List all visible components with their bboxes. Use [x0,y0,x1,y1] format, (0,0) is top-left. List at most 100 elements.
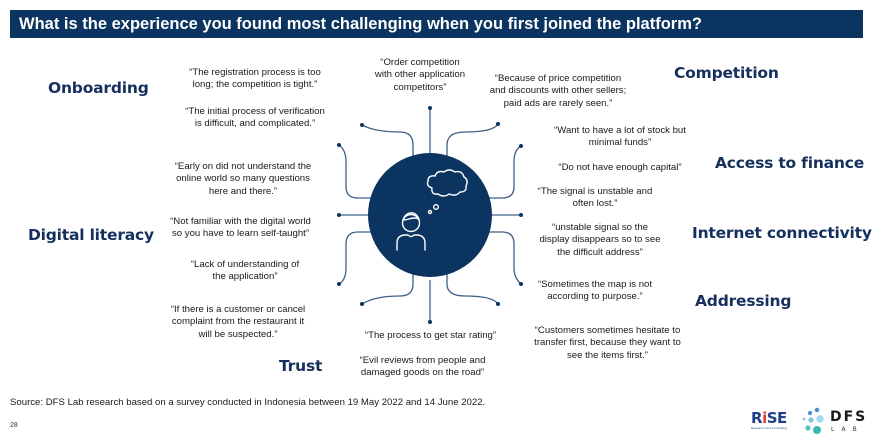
quote-line: display disappears so to see [539,234,661,246]
endpoint-dot [519,213,523,217]
quote-line: according to purpose.” [547,291,643,303]
quote-line: “Evil reviews from people and [359,355,486,366]
rise-logo-wordmark: RiSE [751,410,791,426]
category-competition: Competition [674,64,779,82]
quote-onboarding-2: “The initial process of verification is … [175,106,335,131]
quote-line: online world so many questions [176,173,310,185]
quote-line: “If there is a customer or cancel [170,304,306,315]
quote-competition-1: “Order competition with other applicatio… [365,57,475,94]
connector-right-lower [483,231,522,285]
quote-line: the application” [212,271,278,283]
person-head [401,213,421,233]
quote-line: “The registration process is too [189,67,321,78]
quote-line: often lost.” [572,198,618,210]
quote-line: “Order competition [380,57,460,68]
quote-line: “Customers sometimes hesitate to [534,325,681,336]
quote-line: minimal funds” [588,137,652,149]
connector-endpoints [337,106,523,324]
quote-line: “The initial process of verification [185,106,325,117]
page-number: 28 [10,422,18,429]
endpoint-dot [360,302,364,306]
quote-line: see the items first.” [566,349,649,361]
category-digital-literacy: Digital literacy [28,226,154,244]
quote-line: damaged goods on the road” [360,367,485,379]
quote-line: “Do not have enough capital” [558,162,682,173]
endpoint-dot [496,302,500,306]
thought-cloud [426,169,468,197]
quote-competition-2: “Because of price competition and discou… [478,73,638,110]
connector-bottom-right [446,262,499,305]
quote-line: long; the competition is tight.” [192,79,318,91]
quote-trust-4: “Customers sometimes hesitate to transfe… [525,325,690,362]
quote-line: with other application [374,69,466,81]
dfs-dot [805,425,811,431]
quote-trust-2: “The process to get star rating” [348,330,513,342]
endpoint-dot [337,213,341,217]
quote-line: “The signal is unstable and [537,186,653,197]
person-hair [402,212,420,221]
endpoint-dot [519,282,523,286]
quote-line: complaint from the restaurant it [171,316,305,328]
dfs-dot [814,407,820,413]
category-access-to-finance: Access to finance [715,154,865,172]
dfs-logo-wordmark: DFS [830,409,868,425]
quote-addressing-1: “Sometimes the map is not according to p… [530,279,660,304]
category-trust: Trust [279,357,323,375]
endpoint-dot [496,122,500,126]
endpoint-dot [519,144,523,148]
rise-logo-se: SE [766,409,788,427]
quote-line: the difficult address” [557,246,643,258]
dfs-dot [808,411,812,415]
page-title: What is the experience you found most ch… [10,10,863,38]
connector-bottom-left [361,262,414,305]
quote-line: and discounts with other sellers; [489,85,627,97]
quote-line: “unstable signal so the [552,222,648,233]
dfs-dot [813,426,821,434]
rise-logo-i: i [762,409,767,427]
quote-line: “Because of price competition [494,73,622,84]
connector-top-left [361,124,414,170]
dfs-dot [808,417,814,423]
quote-finance-2: “Do not have enough capital” [545,162,695,174]
connector-left-upper [338,144,377,199]
source-note: Source: DFS Lab research based on a surv… [10,397,486,408]
endpoint-dot [360,123,364,127]
person-thinking-icon [396,169,468,251]
endpoint-dot [337,282,341,286]
quote-line: transfer first, because they want to [534,337,681,349]
quote-line: is difficult, and complicated.” [194,118,316,130]
thought-dot-medium [433,203,440,210]
quote-onboarding-1: “The registration process is too long; t… [180,67,330,92]
category-addressing: Addressing [695,292,792,310]
hub-circle [368,153,492,277]
quote-digital-1: “Early on did not understand the online … [163,161,323,198]
dfs-dots-icon [802,407,824,434]
quote-internet-1: “The signal is unstable and often lost.” [530,186,660,211]
connector-left-lower [338,231,377,285]
quote-line: “Want to have a lot of stock but [554,125,686,136]
quote-line: “The process to get star rating” [364,330,497,341]
quote-line: here and there.” [208,185,278,197]
dfs-lab-logo: DFS LAB [800,407,870,437]
rise-logo: RiSE Research and Consulting [751,410,791,436]
quote-line: will be suspected.” [198,328,278,340]
quote-digital-2: “Not familiar with the digital world so … [158,216,323,241]
thought-dot-small [427,209,433,215]
connector-top-right [446,123,499,170]
rise-logo-r: R [751,409,763,427]
quote-digital-3: “Lack of understanding of the applicatio… [180,259,310,284]
category-internet-connectivity: Internet connectivity [692,224,872,242]
quote-line: “Early on did not understand the [174,161,312,172]
quote-internet-2: “unstable signal so the display disappea… [535,222,665,259]
person-body [396,234,426,251]
quote-line: “Lack of understanding of [190,259,300,270]
quote-finance-1: “Want to have a lot of stock but minimal… [540,125,700,150]
quote-line: so you have to learn self-taught” [171,228,310,240]
quote-trust-3: “Evil reviews from people and damaged go… [350,355,495,380]
quote-trust-1: “If there is a customer or cancel compla… [158,304,318,341]
endpoint-dot [337,143,341,147]
category-onboarding: Onboarding [48,79,149,97]
quote-line: “Sometimes the map is not [537,279,653,290]
quote-line: competitors” [393,81,447,93]
dfs-dot [816,415,824,423]
